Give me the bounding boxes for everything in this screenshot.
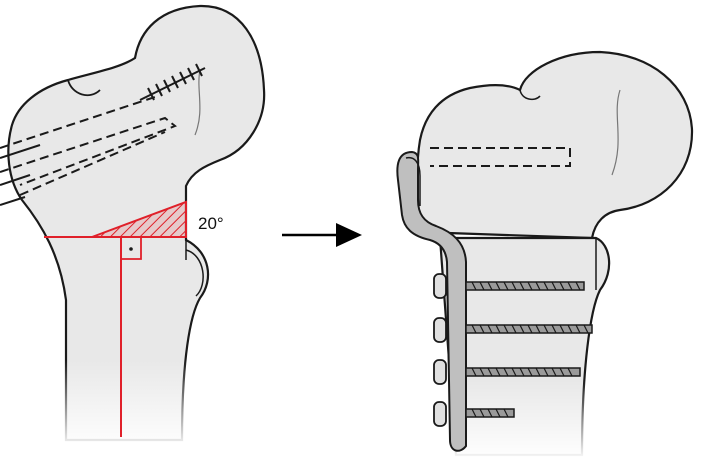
plate-holes: [433, 273, 447, 427]
femur-after-fixation: [396, 50, 694, 460]
screw-4: [465, 408, 515, 418]
femur-before-osteotomy: 20°: [0, 4, 266, 450]
left-dashed-tracks: [0, 96, 177, 196]
right-femur-head: [416, 50, 694, 240]
screw-2: [465, 324, 593, 334]
transition-arrow: [282, 223, 362, 247]
right-angle-marker: [121, 237, 142, 260]
left-screw-thread: [139, 63, 206, 101]
screw-3: [465, 367, 581, 377]
screw-1: [465, 281, 585, 291]
blade-plate: [396, 150, 467, 452]
screws: [465, 281, 593, 418]
angle-label: 20°: [198, 214, 224, 233]
